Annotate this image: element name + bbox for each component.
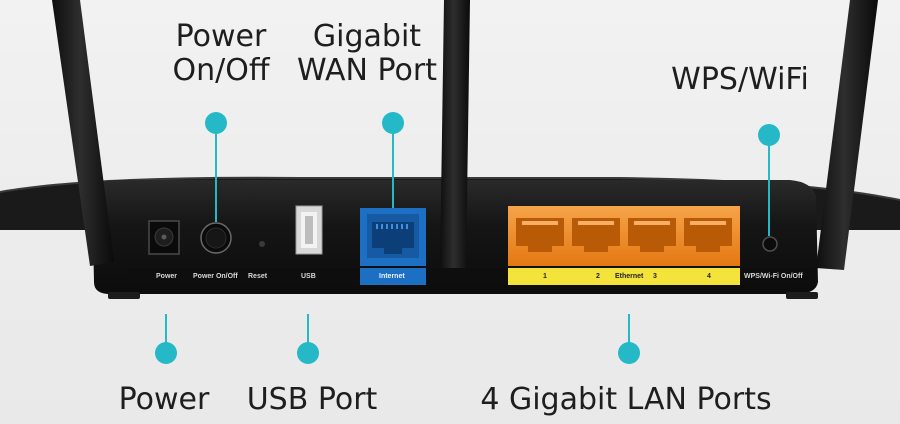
label-usb: USB — [301, 273, 316, 280]
label-lan-1: 1 — [543, 273, 547, 280]
callout-power-onoff-line1: Power — [175, 19, 267, 54]
callout-usb-port: USB Port — [246, 382, 378, 417]
callout-gigabit-wan: Gigabit WAN Port — [282, 20, 452, 88]
label-internet: Internet — [379, 273, 405, 280]
lan-port-4 — [684, 218, 732, 252]
callout-lan-ports: 4 Gigabit LAN Ports — [480, 382, 772, 417]
lan-port-3 — [628, 218, 676, 252]
wps-wifi-button — [762, 236, 778, 252]
leader-dot-wan — [382, 112, 404, 134]
leader-dot-lan — [618, 342, 640, 364]
leader-line-wan — [392, 130, 394, 208]
reset-hole — [259, 241, 265, 247]
antenna-right — [816, 0, 878, 270]
label-lan-2: 2 — [596, 273, 600, 280]
router-foot-right — [786, 292, 818, 299]
lan-port-2 — [572, 218, 620, 252]
callout-power-onoff-line2: On/Off — [172, 53, 270, 88]
callout-gigabit-wan-line2: WAN Port — [297, 53, 437, 88]
callout-power-onoff: Power On/Off — [165, 20, 277, 88]
antenna-left — [52, 0, 114, 266]
leader-line-wps-wifi — [768, 142, 770, 236]
label-lan-3: 3 — [653, 273, 657, 280]
lan-label-strip — [508, 268, 740, 285]
leader-dot-wps-wifi — [758, 124, 780, 146]
lan-port-1 — [516, 218, 564, 252]
leader-line-usb — [307, 314, 309, 344]
leader-dot-usb — [297, 342, 319, 364]
callout-wps-wifi: WPS/WiFi — [671, 62, 809, 97]
leader-line-lan — [628, 314, 630, 344]
callout-gigabit-wan-line1: Gigabit — [312, 19, 422, 54]
router-foot-left — [108, 292, 140, 299]
leader-dot-power-onoff — [205, 112, 227, 134]
label-reset: Reset — [248, 273, 268, 280]
wan-label-strip — [360, 268, 426, 285]
leader-line-power-onoff — [215, 130, 217, 222]
label-power-onoff: Power On/Off — [193, 273, 238, 280]
label-wps-wifi-onoff: WPS/Wi-Fi On/Off — [744, 273, 803, 280]
antenna-center — [440, 0, 470, 268]
leader-line-power — [165, 314, 167, 344]
callout-power: Power — [118, 382, 210, 417]
label-ethernet: Ethernet — [615, 273, 644, 280]
label-power: Power — [156, 273, 178, 280]
leader-dot-power — [155, 342, 177, 364]
label-lan-4: 4 — [707, 273, 711, 280]
